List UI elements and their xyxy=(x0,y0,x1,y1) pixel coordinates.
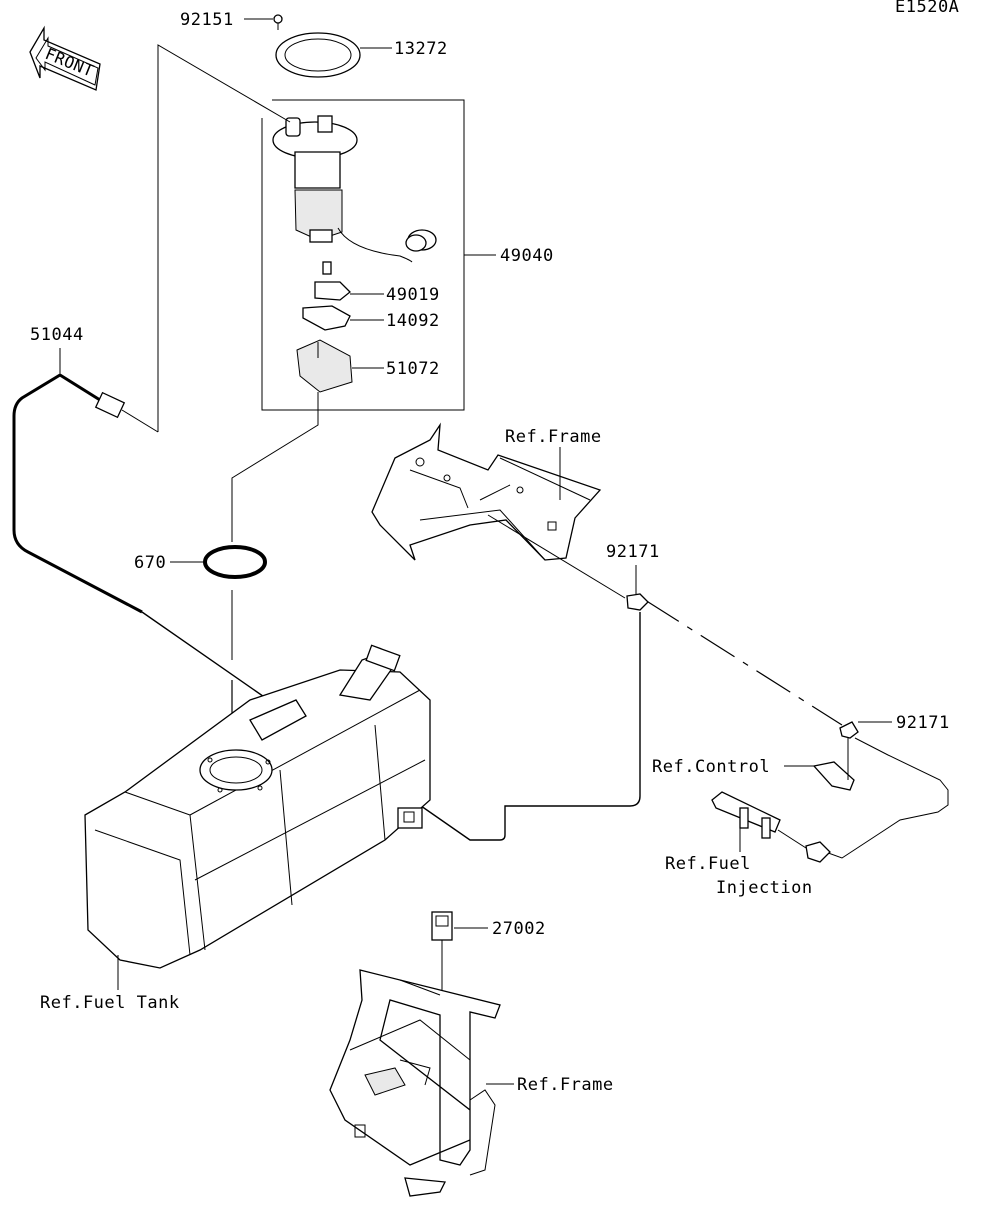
cover-14092 xyxy=(302,305,351,331)
o-ring-670 xyxy=(203,545,267,579)
control-bracket xyxy=(812,738,855,791)
ref-fuel-injection-line1: Ref.Fuel xyxy=(665,854,751,874)
part-label-670: 670 xyxy=(134,553,166,573)
filter-49019 xyxy=(314,261,351,301)
hose-51044 xyxy=(12,373,641,841)
screw-92151 xyxy=(273,14,283,30)
part-label-51044: 51044 xyxy=(30,325,84,345)
part-label-49040: 49040 xyxy=(500,246,554,266)
diagram-code: E1520A xyxy=(895,0,959,17)
part-label-14092: 14092 xyxy=(386,311,440,331)
clip-92171-lower xyxy=(839,721,859,739)
front-arrow-icon: FRONT xyxy=(29,25,101,91)
cup-51072 xyxy=(296,339,353,393)
clip-92171-upper xyxy=(626,593,649,611)
fuel-tank xyxy=(84,644,431,969)
part-label-27002: 27002 xyxy=(492,919,546,939)
gasket-13272 xyxy=(275,32,361,78)
ref-fuel-tank: Ref.Fuel Tank xyxy=(40,993,180,1013)
frame-top xyxy=(371,422,602,561)
part-label-49019: 49019 xyxy=(386,285,440,305)
fuel-pump-assembly xyxy=(272,115,437,263)
frame-bottom xyxy=(329,969,501,1197)
part-label-92171-upper: 92171 xyxy=(606,542,660,562)
ref-frame-bottom: Ref.Frame xyxy=(517,1075,614,1095)
part-label-92171-lower: 92171 xyxy=(896,713,950,733)
fuel-injection-rail xyxy=(711,791,831,863)
part-label-13272: 13272 xyxy=(394,39,448,59)
part-label-51072: 51072 xyxy=(386,359,440,379)
ref-frame-top: Ref.Frame xyxy=(505,427,602,447)
part-label-92151: 92151 xyxy=(180,10,234,30)
ref-control: Ref.Control xyxy=(652,757,770,777)
ref-fuel-injection-line2: Injection xyxy=(716,878,813,898)
